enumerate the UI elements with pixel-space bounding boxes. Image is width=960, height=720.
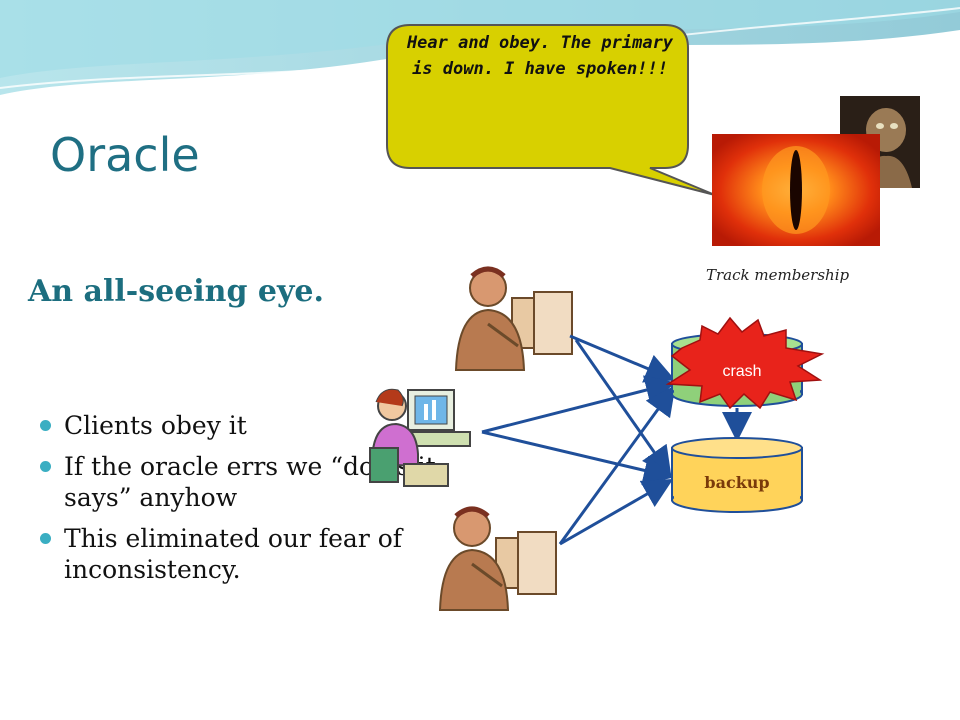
bullet-dot-icon: [40, 420, 51, 431]
arrow: [558, 385, 676, 545]
backup-db-cylinder: [671, 437, 803, 513]
arrow: [559, 479, 674, 546]
slide-title: Oracle: [50, 128, 200, 182]
client-man-icon: [454, 266, 573, 371]
arrow: [574, 339, 672, 477]
bullet-item: This eliminated our fear of inconsistenc…: [40, 523, 460, 585]
arrow: [569, 334, 676, 383]
backup-db-label: backup: [704, 473, 769, 492]
slide-subtitle: An all-seeing eye.: [28, 274, 324, 309]
bullet-item: Clients obey it: [40, 410, 460, 441]
speech-bubble-text: Hear and obey. The primary is down. I ha…: [406, 33, 674, 79]
client-arrows: [481, 334, 752, 546]
bullet-dot-icon: [40, 461, 51, 472]
crash-burst-icon: [665, 316, 825, 410]
client-man-icon: [438, 506, 557, 611]
bullet-dot-icon: [40, 533, 51, 544]
bullet-list: Clients obey it If the oracle errs we “d…: [40, 410, 460, 595]
arrow: [481, 430, 674, 486]
speech-bubble: [386, 24, 716, 196]
client-woman-icon: [369, 388, 471, 487]
arrow: [481, 375, 676, 434]
eye-of-sauron-image: [712, 134, 880, 246]
track-membership-caption: Track membership: [706, 266, 850, 284]
crash-label: crash: [722, 363, 761, 380]
